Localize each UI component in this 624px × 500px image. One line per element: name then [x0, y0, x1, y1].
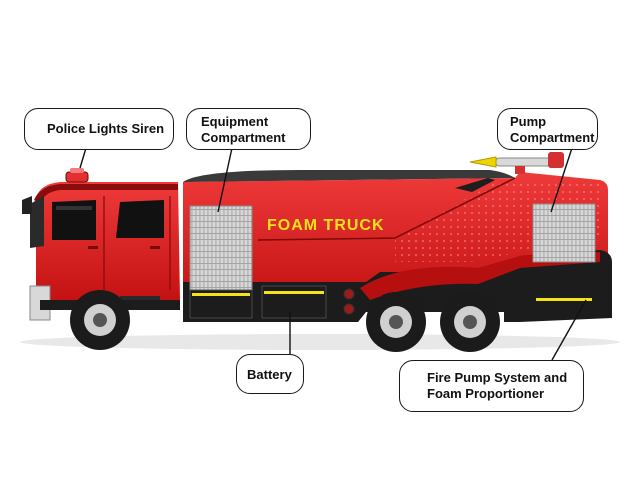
cab-body [36, 182, 180, 300]
indicator-light-bottom [343, 303, 355, 315]
roof-monitor-nozzle [469, 152, 564, 174]
rear-wheel-2 [440, 292, 500, 352]
door-handle-front [88, 246, 98, 249]
cab-window-rear [116, 200, 164, 238]
callout-pump-line1: Pump [510, 114, 547, 129]
equipment-compartment [189, 205, 253, 291]
side-mirror [22, 196, 32, 214]
door-handle-rear [150, 246, 160, 249]
cab-window-reflection [56, 206, 92, 210]
leader-firepump [551, 299, 587, 361]
callout-firepump-line2: Foam Proportioner [427, 386, 545, 401]
pump-yellow-strip [536, 298, 592, 301]
rear-wheel-1 [366, 292, 426, 352]
leader-pump [550, 147, 573, 213]
callout-pump-compartment: Pump Compartment [497, 108, 598, 150]
equipment-yellow-strip [192, 293, 250, 296]
leader-lines [79, 147, 587, 361]
callout-siren-text: Police Lights Siren [47, 121, 165, 136]
callout-equipment-compartment: Equipment Compartment [186, 108, 311, 150]
cab-roof-visor [34, 184, 178, 204]
callout-battery: Battery [236, 354, 304, 394]
callout-equipment-line1: Equipment [201, 114, 269, 129]
callout-battery-text: Battery [247, 367, 292, 382]
callout-firepump-line1: Fire Pump System and [427, 370, 568, 385]
body-sweep-line [257, 177, 516, 241]
front-step [120, 296, 160, 302]
callout-police-lights-siren: Police Lights Siren [24, 108, 174, 150]
callout-equipment-line2: Compartment [201, 130, 286, 145]
callout-pump-line2: Compartment [510, 130, 595, 145]
leader-siren [79, 147, 87, 169]
battery-box [261, 285, 327, 319]
roof-hatch [455, 178, 495, 192]
siren-light [65, 168, 89, 183]
leader-equipment [217, 147, 233, 213]
callout-fire-pump-system: Fire Pump System and Foam Proportioner [399, 360, 584, 412]
pump-compartment [532, 203, 596, 263]
rear-fender-panel [360, 252, 600, 300]
front-wheel [70, 290, 130, 350]
indicator-light-top [343, 288, 355, 300]
truck-label: FOAM TRUCK [267, 217, 385, 234]
windshield [30, 196, 44, 248]
battery-yellow-strip [264, 291, 324, 294]
